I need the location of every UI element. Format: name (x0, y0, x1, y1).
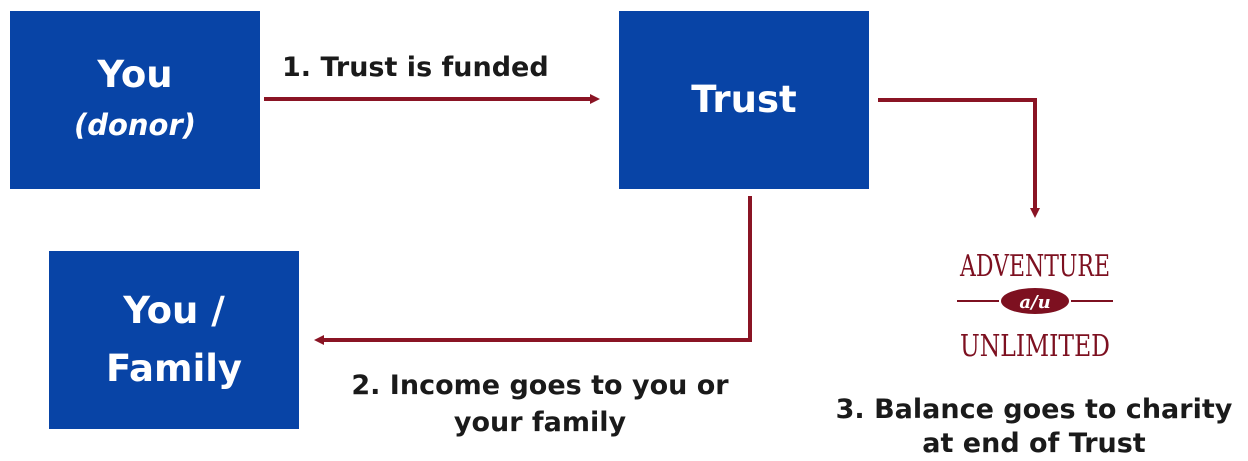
family-box-line1: You / (123, 289, 225, 332)
logo-badge-text: a/u (1019, 292, 1050, 313)
family-box: You / Family (49, 251, 299, 429)
step3-label-line2: at end of Trust (922, 428, 1146, 459)
trust-box: Trust (619, 11, 869, 189)
adventure-unlimited-logo: ADVENTURE a/u UNLIMITED (957, 249, 1113, 364)
step2-label-line1: 2. Income goes to you or (351, 370, 729, 401)
step2-label: 2. Income goes to you or your family (330, 367, 750, 441)
donor-box-subtitle: (donor) (73, 108, 197, 142)
logo-top-word: ADVENTURE (959, 249, 1110, 284)
arrow-trust-to-charity (878, 98, 1040, 218)
donor-box-title: You (97, 53, 173, 96)
step3-label: 3. Balance goes to charity at end of Tru… (826, 393, 1242, 461)
logo-badge (1001, 288, 1069, 314)
arrow-trust-to-family (314, 196, 752, 345)
step1-label: 1. Trust is funded (282, 52, 549, 83)
donor-box: You (donor) (10, 11, 260, 189)
family-box-line2: Family (105, 347, 243, 390)
step2-label-line2: your family (453, 407, 627, 438)
step3-label-line1: 3. Balance goes to charity (835, 394, 1233, 425)
trust-box-title: Trust (691, 78, 797, 121)
logo-bottom-word: UNLIMITED (960, 329, 1110, 364)
